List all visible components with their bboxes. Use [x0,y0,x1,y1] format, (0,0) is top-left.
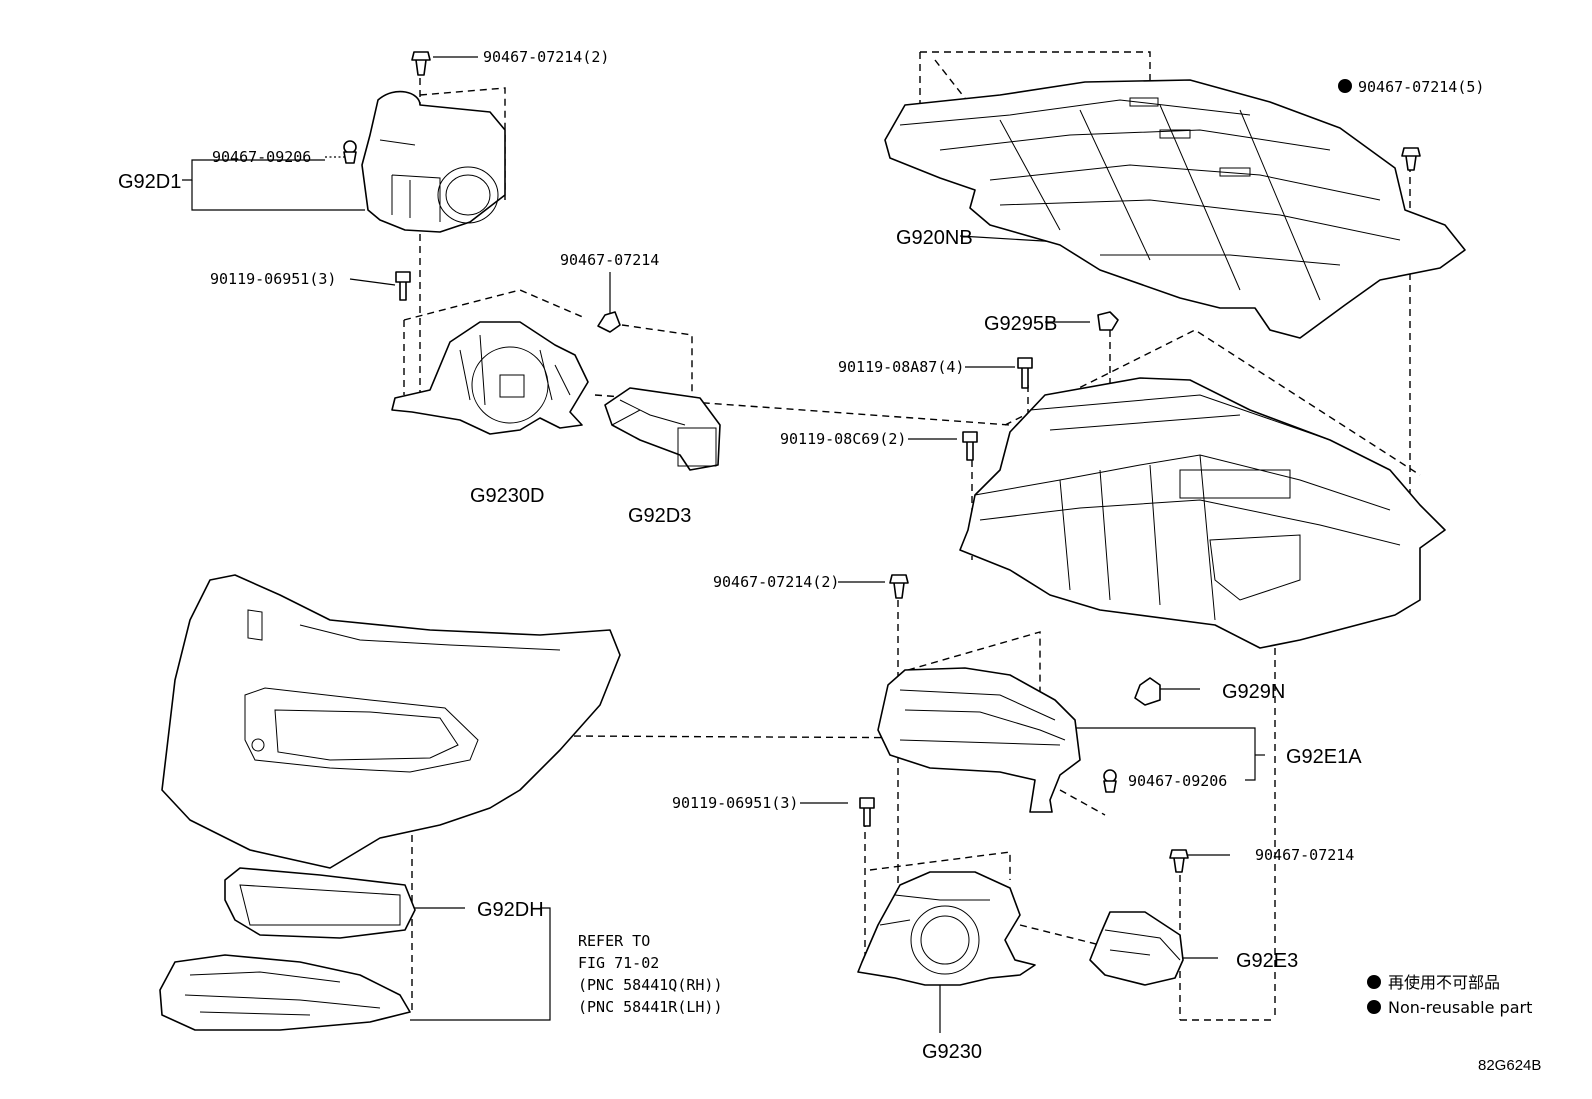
clip-icon [411,51,431,76]
label-g9295b: G9295B [984,313,1057,335]
part-g9230d-blower [391,321,589,435]
label-g920nb: G920NB [896,227,973,249]
label-clip-nonreusable: 90467-07214(5) [1358,78,1484,96]
part-g92e3-duct [1089,911,1184,986]
refer-line-3: (PNC 58441Q(RH)) [578,976,723,994]
part-bumper-g92dh [161,574,621,869]
refer-line-1: REFER TO [578,932,650,950]
clip-icon [597,311,621,333]
clip-icon [1401,147,1421,171]
non-reusable-marker-icon [1338,79,1352,93]
part-g929n-grommet [1134,677,1161,706]
alignment-lines [369,51,1421,1021]
label-g92e3: G92E3 [1236,950,1298,972]
part-g920nb-cover [884,79,1466,339]
label-g92dh: G92DH [477,899,544,921]
bolt-icon [962,431,978,461]
clip-icon [889,574,909,599]
legend-item-cn: 再使用不可部品 [1388,973,1500,992]
fasteners [343,51,1421,873]
grommet-icon [1097,311,1119,331]
screw-icon [343,140,357,164]
label-clip-g92e3: 90467-07214 [1255,846,1354,864]
label-g92e1a: G92E1A [1286,746,1362,768]
part-g92d1-duct [361,90,506,233]
legend-item-en: Non-reusable part [1388,998,1532,1017]
label-g92e1a-screw: 90467-09206 [1128,772,1227,790]
part-g92d3-duct [604,387,721,471]
legend: 再使用不可部品 Non-reusable part [1367,973,1532,1017]
clip-icon [1169,849,1189,873]
label-bolt-06951-right: 90119-06951(3) [672,794,798,812]
figure-code: 82G624B [1478,1057,1541,1074]
part-battery-assembly [959,377,1446,649]
label-g92d1-screw: 90467-09206 [212,148,311,166]
label-bolt-08c69: 90119-08C69(2) [780,430,906,448]
part-labels: 90467-07214(2) 90467-09206 G92D1 90119-0… [118,48,1484,1063]
legend-marker-icon [1367,975,1381,989]
label-clip-right-2: 90467-07214(2) [713,573,839,591]
screw-icon [1103,769,1117,793]
legend-marker-icon [1367,1000,1381,1014]
leader-lines [182,56,1265,1033]
part-fog-cover [159,954,411,1031]
label-g9230d: G9230D [470,485,545,507]
bolt-icon [859,797,875,827]
label-g92d3: G92D3 [628,505,691,527]
label-g92d1: G92D1 [118,171,181,193]
label-g92d1-clip: 90467-07214(2) [483,48,609,66]
label-g92d1-bolt: 90119-06951(3) [210,270,336,288]
refer-note: REFER TO FIG 71-02 (PNC 58441Q(RH)) (PNC… [578,932,723,1016]
label-bolt-08a87: 90119-08A87(4) [838,358,964,376]
bolt-icon [395,271,411,301]
refer-line-2: FIG 71-02 [578,954,659,972]
part-g92e1a-duct [877,667,1081,813]
part-g9230-blower [857,871,1036,986]
label-g92d3-clip: 90467-07214 [560,251,659,269]
part-g92dh-garnish [224,867,416,939]
label-g929n: G929N [1222,681,1285,703]
bolt-icon [1017,357,1033,389]
refer-line-4: (PNC 58441R(LH)) [578,998,723,1016]
label-g9230: G9230 [922,1041,982,1063]
